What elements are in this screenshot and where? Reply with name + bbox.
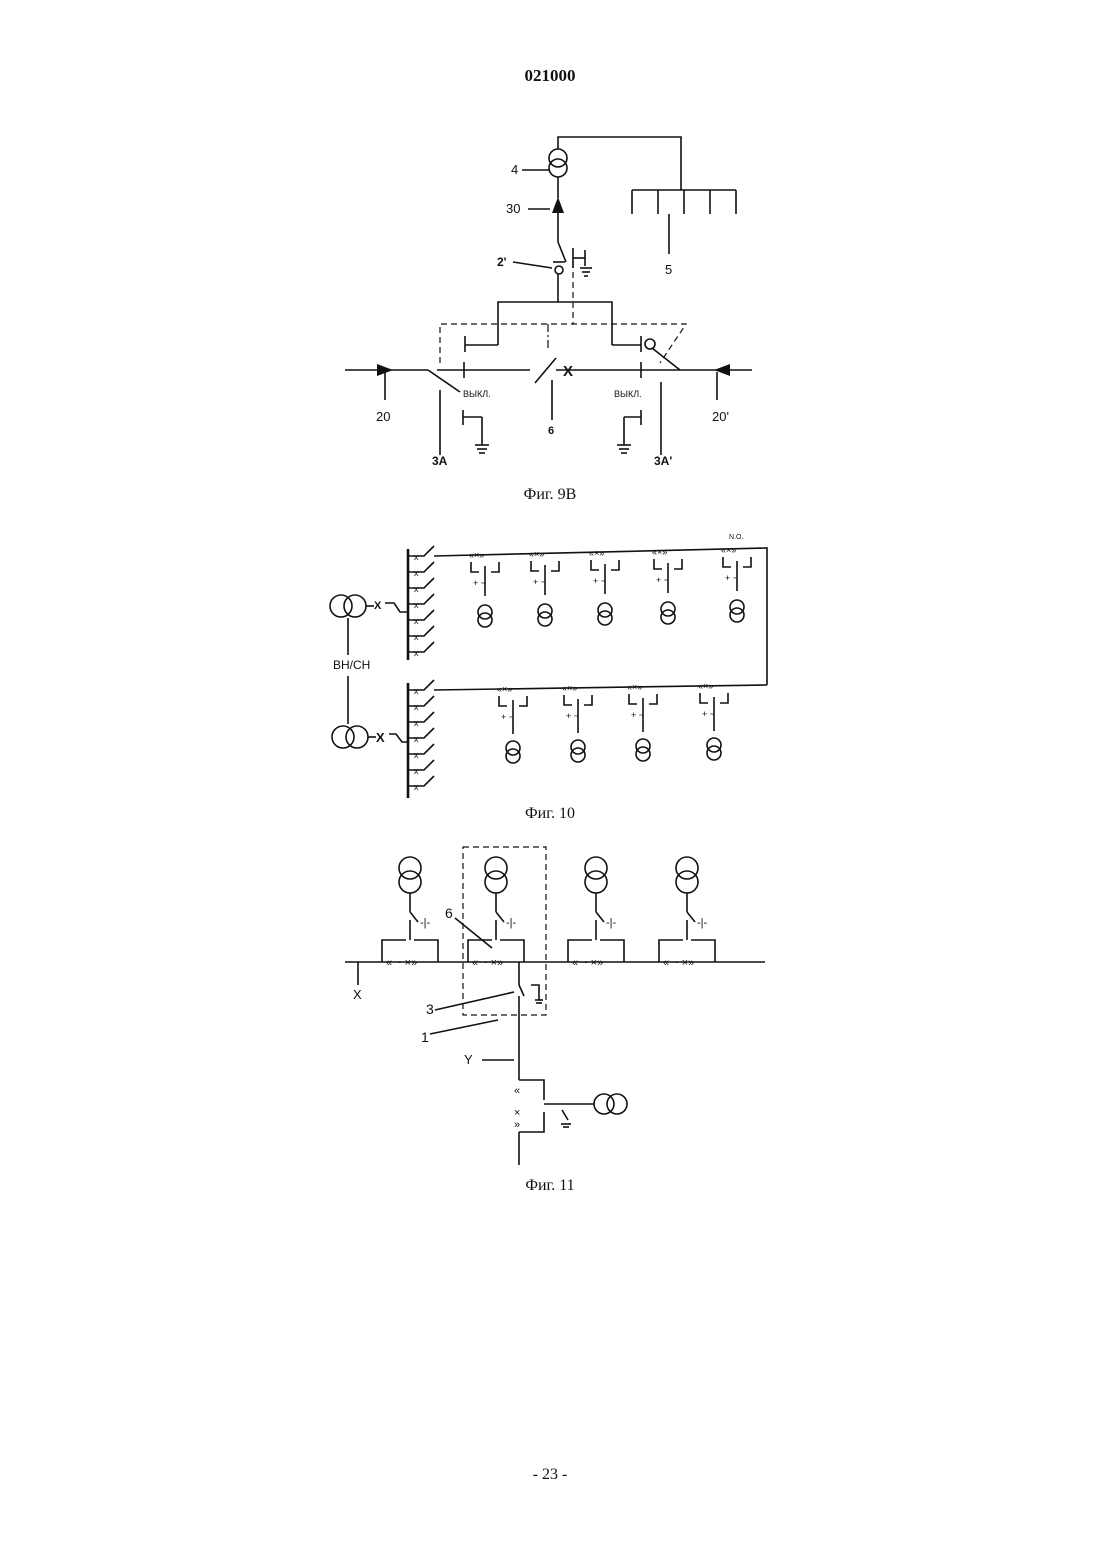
svg-text:x: x xyxy=(414,616,419,626)
fig9b-earth-2p xyxy=(573,248,592,276)
fig11-label-y: Y xyxy=(464,1052,473,1067)
svg-text:»: » xyxy=(514,1119,520,1131)
svg-text:« ~ ×»: « ~ ×» xyxy=(386,957,417,969)
svg-text:+ ~: + ~ xyxy=(631,710,644,720)
fig9b-label-20: 20 xyxy=(376,409,390,424)
fig10-label-bh-ch: ВН/СН xyxy=(333,658,370,672)
svg-text:«: « xyxy=(514,1085,520,1097)
svg-text:«×»: «×» xyxy=(652,547,667,557)
svg-text:x: x xyxy=(414,718,419,728)
fig11-bottom-station: « × » xyxy=(514,1080,627,1165)
svg-text:x: x xyxy=(414,734,419,744)
svg-text:+ ~: + ~ xyxy=(725,573,738,583)
fig10-transformer-top xyxy=(330,595,366,617)
fig9b-label-5: 5 xyxy=(665,262,672,277)
svg-text:x: x xyxy=(414,552,419,562)
fig9b-label-2p: 2' xyxy=(497,255,507,269)
fig9b-label-3ap: 3A' xyxy=(654,454,672,468)
svg-text:+ ~: + ~ xyxy=(473,578,486,588)
fig10-ring-stations-bottom: «×» + ~ «×» + ~ «×» + ~ «×» xyxy=(497,681,728,763)
svg-text:«×»: «×» xyxy=(627,682,642,692)
svg-text:-|-: -|- xyxy=(697,917,708,929)
svg-text:«×»: «×» xyxy=(469,550,484,560)
svg-text:x: x xyxy=(414,584,419,594)
fig9b-label-6: 6 xyxy=(548,425,554,437)
svg-text:«×»: «×» xyxy=(698,681,713,691)
fig9b-transformer-4 xyxy=(549,149,567,177)
fig10-diagram: X x x x x x x x «×» + ~ «×» xyxy=(330,534,767,798)
svg-text:+ ~: + ~ xyxy=(656,575,669,585)
svg-text:«×»: «×» xyxy=(497,684,512,694)
fig10-x-top: X xyxy=(374,600,382,612)
fig9b-label-20p: 20' xyxy=(712,409,729,424)
fig9b-label-3a: 3A xyxy=(432,454,448,468)
svg-text:-|-: -|- xyxy=(420,917,431,929)
svg-text:x: x xyxy=(414,568,419,578)
svg-text:«×»: «×» xyxy=(562,683,577,693)
fig11-label-1: 1 xyxy=(421,1029,429,1045)
fig11-diagram: -|- « ~ ×» -|- « ~ ×» -|- « ~ ×» xyxy=(345,847,765,1165)
svg-text:+ ~: + ~ xyxy=(501,712,514,722)
fig9b-label-30: 30 xyxy=(506,201,520,216)
fig11-label-x: X xyxy=(353,987,362,1002)
svg-text:x: x xyxy=(414,648,419,658)
svg-text:«×»: «×» xyxy=(529,549,544,559)
svg-text:-|-: -|- xyxy=(506,917,517,929)
svg-text:+ ~: + ~ xyxy=(533,577,546,587)
fig11-label-3: 3 xyxy=(426,1001,434,1017)
fig10-transformer-bottom xyxy=(332,726,368,748)
fig9b-busbar-5 xyxy=(632,190,736,254)
svg-text:+ ~: + ~ xyxy=(566,711,579,721)
fig9b-x-mark: X xyxy=(563,363,573,380)
svg-text:«×»: «×» xyxy=(721,545,736,555)
svg-text:x: x xyxy=(414,702,419,712)
fig11-caption: Фиг. 11 xyxy=(0,1177,1100,1195)
svg-text:« ~ ×»: « ~ ×» xyxy=(663,957,694,969)
fig9b-earth-left xyxy=(463,410,489,453)
svg-text:x: x xyxy=(414,600,419,610)
fig9b-caption: Фиг. 9В xyxy=(0,486,1100,504)
svg-text:-|-: -|- xyxy=(606,917,617,929)
svg-text:x: x xyxy=(414,686,419,696)
fig10-x-bottom: X xyxy=(376,730,385,745)
fig9b-diagram: 4 30 2' 5 X ВЫКЛ. ВЫКЛ. 20 20' 6 3A 3A' xyxy=(345,137,752,468)
fig10-caption: Фиг. 10 xyxy=(0,805,1100,823)
svg-text:«×»: «×» xyxy=(589,548,604,558)
svg-text:+ ~: + ~ xyxy=(702,709,715,719)
fig10-bus-top-feeders: x x x x x x x xyxy=(408,546,434,658)
fig11-label-6: 6 xyxy=(445,905,453,921)
fig9b-label-off-right: ВЫКЛ. xyxy=(614,389,642,399)
fig11-station-2: -|- « ~ ×» xyxy=(468,857,524,969)
svg-text:+ ~: + ~ xyxy=(593,576,606,586)
svg-text:« ~ ×»: « ~ ×» xyxy=(572,957,603,969)
fig9b-label-4: 4 xyxy=(511,162,518,177)
svg-text:x: x xyxy=(414,782,419,792)
fig10-bus-bottom-feeders: x x x x x x x xyxy=(408,680,434,792)
fig11-station-3: -|- « ~ ×» xyxy=(568,857,624,969)
fig11-station-1: -|- « ~ ×» xyxy=(382,857,438,969)
svg-text:x: x xyxy=(414,766,419,776)
fig10-ring-stations-top: «×» + ~ «×» + ~ «×» + ~ «×» xyxy=(469,545,751,627)
fig10-label-no: N.O. xyxy=(729,534,743,541)
fig9b-arrow-30 xyxy=(552,197,564,213)
svg-text:×: × xyxy=(514,1107,520,1119)
page-number: - 23 - xyxy=(0,1466,1100,1484)
svg-text:x: x xyxy=(414,750,419,760)
svg-text:x: x xyxy=(414,632,419,642)
fig11-station-4: -|- « ~ ×» xyxy=(659,857,715,969)
svg-text:« ~ ×»: « ~ ×» xyxy=(472,957,503,969)
fig9b-label-off-left: ВЫКЛ. xyxy=(463,389,491,399)
fig9b-earth-right xyxy=(617,410,641,453)
